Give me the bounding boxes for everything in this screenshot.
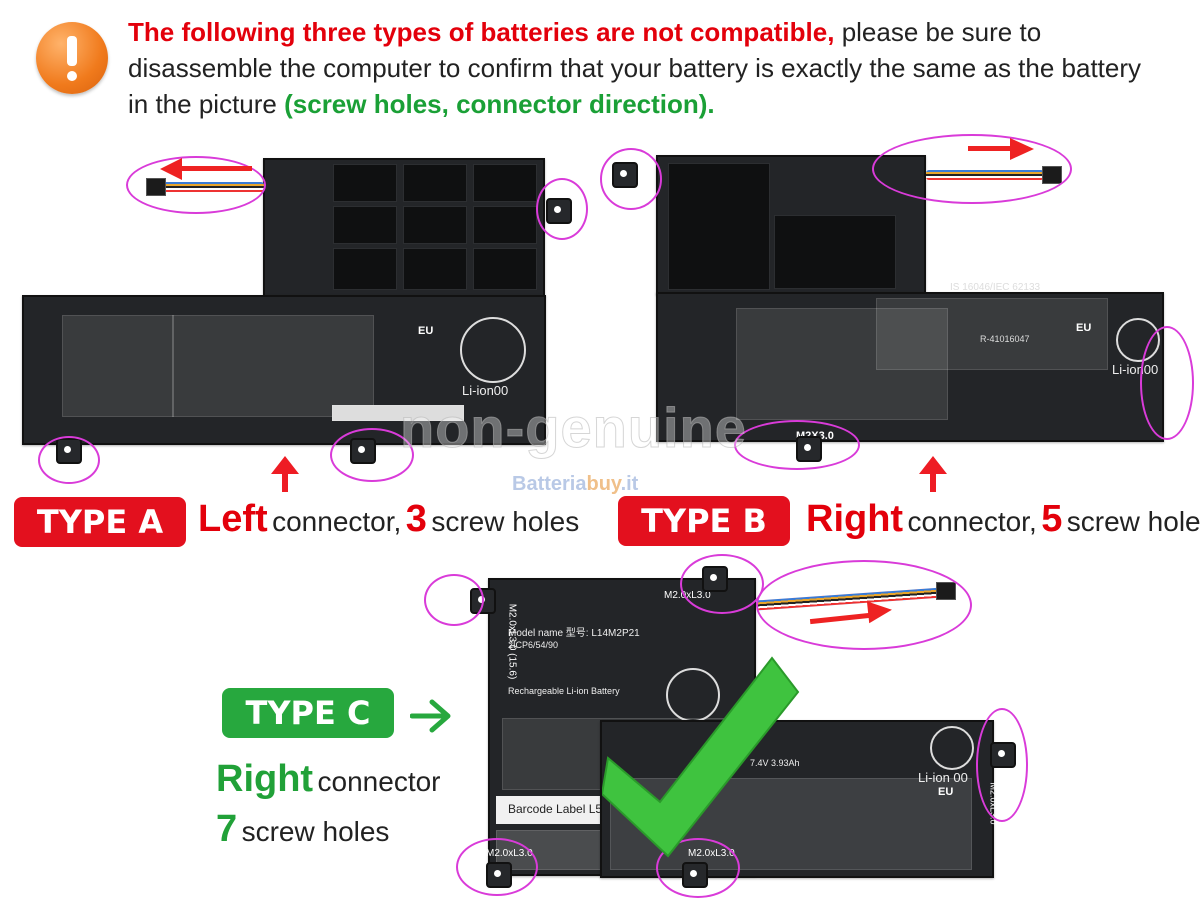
battery-b-hole-highlight-bottom [734, 420, 860, 470]
battery-c-volt: 7.4V 3.93Ah [750, 758, 800, 768]
type-c-holes-line: 7 screw holes [216, 808, 389, 851]
battery-a-left-arrow-icon [160, 158, 182, 180]
battery-c-hole-highlight-4 [656, 838, 740, 898]
type-c-side-suffix: connector [317, 766, 441, 797]
compatible-check-icon [602, 656, 800, 858]
battery-c-eu-mark: EU [938, 786, 954, 798]
type-a-side: Left [198, 498, 268, 540]
battery-c-connector-highlight [756, 560, 972, 650]
battery-a-eu-mark: EU [418, 325, 434, 337]
type-c-badge: TYPE C [222, 688, 394, 738]
type-a-count-suffix: screw holes [431, 506, 580, 537]
type-b-count-suffix: screw holes [1066, 506, 1200, 537]
type-b-count: 5 [1041, 498, 1063, 540]
battery-b-r-code: R-41016047 [980, 334, 1030, 344]
battery-c-type-label: Li-ion 00 [918, 770, 968, 785]
battery-c-hole-highlight-1 [424, 574, 484, 626]
site-part-3: .it [620, 473, 639, 495]
battery-a-left-arrow-shaft [180, 166, 252, 171]
battery-c-hole-highlight-2 [680, 554, 764, 614]
warning-body: please be sure to disassemble the comput… [128, 17, 1142, 119]
warning-exclamation-icon [36, 22, 108, 94]
battery-a-type-label: Li-ion00 [462, 383, 509, 398]
non-genuine-watermark: non-genuine [400, 396, 747, 460]
site-part-1: Batteria [512, 473, 587, 495]
battery-c-rating: 2ICP6/54/90 [508, 640, 559, 650]
type-c-count-suffix: screw holes [241, 816, 390, 847]
battery-b-hole-highlight-1 [600, 148, 662, 210]
type-a-badge: TYPE A [14, 497, 186, 547]
battery-b-iec: IS 16046/IEC 62133 [950, 282, 1041, 293]
battery-c-m-side: M2.0xL3.0 (15.6) [506, 603, 518, 680]
battery-b-right-arrow-shaft [968, 146, 1012, 151]
type-c-connector-line: Right connector [216, 758, 441, 801]
battery-a-connector-highlight [126, 156, 266, 214]
site-part-2: buy [586, 473, 621, 495]
type-c-count: 7 [216, 808, 238, 850]
type-b-description: Right connector, 5 screw holes [806, 498, 1200, 541]
type-a-description: Left connector, 3 screw holes [198, 498, 579, 541]
type-b-side: Right [806, 498, 904, 540]
battery-b-connector-highlight [872, 134, 1072, 204]
type-a-side-suffix: connector, [272, 506, 402, 537]
battery-a-body: Li-ion00 EU [22, 295, 546, 445]
compatibility-warning: The following three types of batteries a… [128, 14, 1168, 122]
battery-a-cell-block [263, 158, 545, 298]
battery-c-hole-highlight-right [976, 708, 1028, 822]
type-a-count: 3 [405, 498, 427, 540]
battery-c-model: Model name 型号: L14M2P21 [508, 628, 640, 639]
battery-b-body: IS 16046/IEC 62133 R-41016047 Li-ion00 E… [656, 282, 1164, 442]
battery-c-rechargeable: Rechargeable Li-ion Battery [508, 686, 620, 696]
type-c-right-arrow-icon [410, 699, 451, 733]
warning-highlight: (screw holes, connector direction). [284, 89, 715, 119]
site-watermark: Batteriabuy.it [512, 473, 638, 496]
battery-c-right-arrow-icon [866, 598, 894, 624]
battery-b-right-arrow-icon [1010, 138, 1034, 160]
battery-a-hole-highlight-3 [536, 178, 588, 240]
battery-c-hole-highlight-3 [456, 838, 538, 896]
type-b-badge: TYPE B [618, 496, 790, 546]
battery-a-hole-highlight-1 [38, 436, 100, 484]
warning-lead: The following three types of batteries a… [128, 17, 835, 47]
type-c-side: Right [216, 758, 314, 800]
battery-a-hole-highlight-2 [330, 428, 414, 482]
battery-b-eu-mark: EU [1076, 322, 1092, 334]
battery-b-hole-highlight-right [1140, 326, 1194, 440]
type-b-side-suffix: connector, [907, 506, 1037, 537]
